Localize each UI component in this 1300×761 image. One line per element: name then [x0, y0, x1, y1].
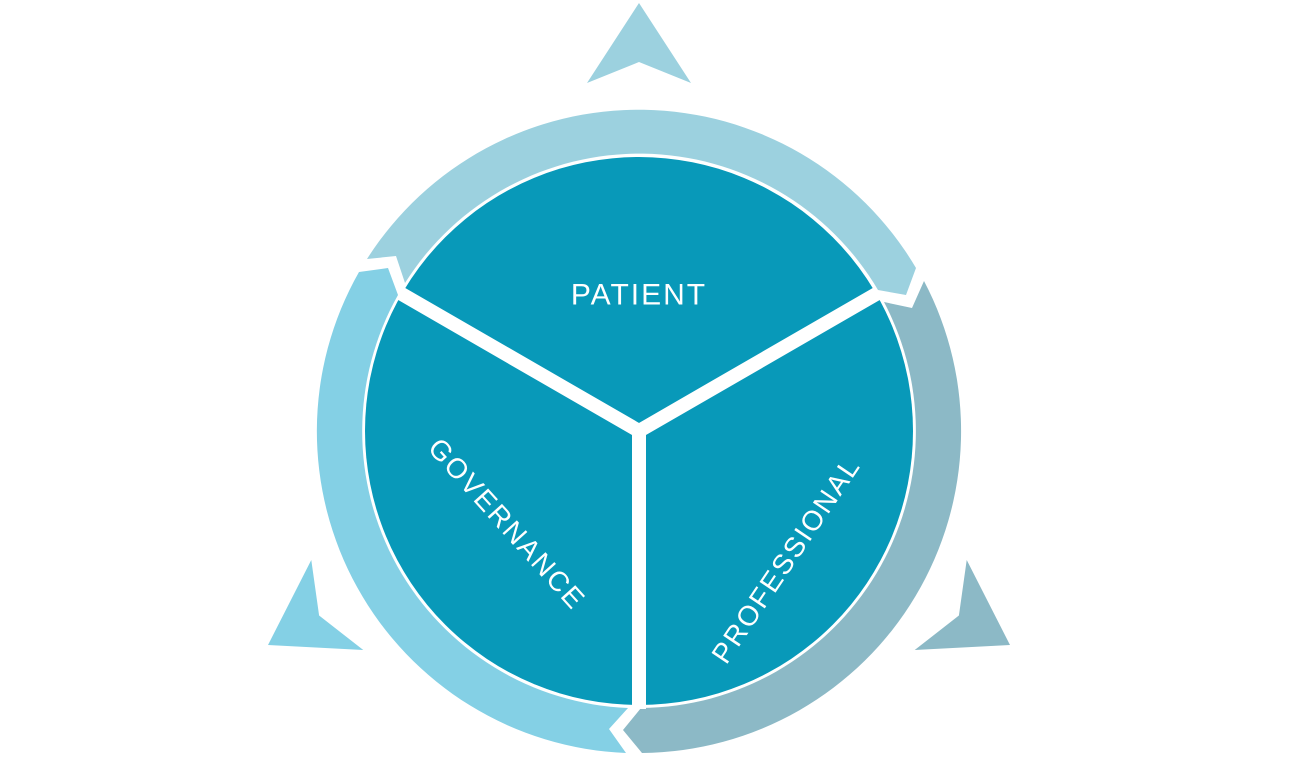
ring-arc-left [316, 268, 628, 753]
ring-arc-right [623, 281, 962, 753]
ring-arc-top [367, 109, 916, 295]
cycle-arrowhead-bottom-right [914, 559, 1010, 651]
cycle-arrowhead-top [587, 3, 691, 83]
segment-label-patient: PATIENT [571, 279, 707, 312]
cycle-arrowhead-bottom-left [268, 559, 364, 651]
segment-dividers [396, 286, 882, 709]
